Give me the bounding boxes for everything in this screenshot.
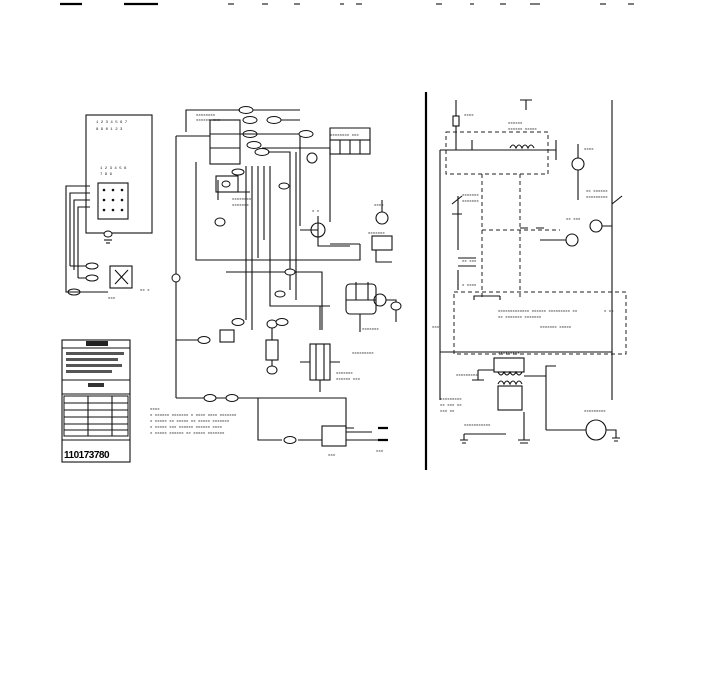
svg-text:xxxxxxxx: xxxxxxxx [232, 198, 252, 202]
control-panel-block: 1 2 3 4 5 6 7 8 9 0 1 2 3 1 2 3 4 5 6 7 … [65, 114, 153, 301]
svg-text:xxxxxxx: xxxxxxx [362, 328, 379, 332]
svg-text:x xxxxx xxxxxx xx xxxxx xxxxxx: x xxxxx xxxxxx xx xxxxx xxxxxxx [150, 432, 225, 436]
svg-text:7 8 9: 7 8 9 [100, 173, 113, 177]
schematic-diagram: xxxx xxxxxx xxxxxx xxxxx xxxx xx xxx xx … [432, 99, 627, 444]
svg-text:xxxxxxx: xxxxxxx [232, 204, 249, 208]
svg-text:xx xxx: xx xxx [566, 218, 581, 222]
svg-text:xxxxxx xxx: xxxxxx xxx [196, 119, 221, 123]
svg-text:xxx: xxx [328, 454, 336, 458]
svg-text:8 9 0 1 2 3: 8 9 0 1 2 3 [96, 128, 123, 132]
svg-text:xxx: xxx [108, 297, 116, 301]
svg-text:xxxx: xxxx [584, 148, 594, 152]
svg-text:xx xxx xx: xx xxx xx [440, 404, 462, 408]
svg-text:xxxxxxx: xxxxxxx [368, 232, 385, 236]
svg-text:xxxxxxxxxxx: xxxxxxxxxxx [464, 424, 491, 428]
svg-text:xxxxxxxxx: xxxxxxxxx [440, 398, 462, 402]
svg-text:x xx: x xx [604, 310, 614, 314]
svg-text:xxx xx: xxx xx [440, 410, 455, 414]
svg-text:xx xxx: xx xxx [462, 260, 477, 264]
svg-text:xxxxxxxx: xxxxxxxx [196, 114, 216, 118]
svg-text:xxxxxx: xxxxxx [508, 122, 523, 126]
svg-text:xxx: xxx [432, 326, 440, 330]
svg-text:xxxx: xxxx [150, 408, 160, 412]
svg-text:x xxxxxx xxxxxxx x xxxx xxxx x: x xxxxxx xxxxxxx x xxxx xxxx xxxxxxx [150, 414, 237, 418]
svg-text:xxxxxx xxx: xxxxxx xxx [336, 378, 361, 382]
svg-text:xxxxxxx xxxxx: xxxxxxx xxxxx [540, 326, 572, 330]
svg-text:xx x: xx x [140, 289, 150, 293]
svg-text:xxxxxxxxx: xxxxxxxxx [352, 352, 374, 356]
svg-text:x xxxx: x xxxx [462, 284, 477, 288]
svg-text:1 2 3 4 5 6 7: 1 2 3 4 5 6 7 [96, 121, 128, 125]
diagram-notes: xxxx x xxxxxx xxxxxxx x xxxx xxxx xxxxxx… [150, 408, 237, 436]
svg-text:x xxxxx xxx xxxxxx xxxxxx xxxx: x xxxxx xxx xxxxxx xxxxxx xxxx [150, 426, 223, 430]
svg-text:xxxxxxx: xxxxxxx [336, 372, 353, 376]
svg-text:xxxxxxxxx: xxxxxxxxx [586, 196, 608, 200]
svg-text:xxxx: xxxx [374, 204, 384, 208]
svg-text:xxxxxxxxx: xxxxxxxxx [584, 410, 606, 414]
keypad-connector [97, 182, 129, 220]
relay-board: xxxxxxxx xxxxxx xxx [196, 114, 241, 165]
title-data-block: 110173780 [61, 339, 131, 463]
svg-text:xxxxxxxxxxxxx xxxxxx xxxxxxxxx: xxxxxxxxxxxxx xxxxxx xxxxxxxxx xx [498, 310, 578, 314]
main-wiring-diagram: xxxxxxxx xxxxxx xxx xxxxxxxx xxxxxxx [150, 106, 402, 458]
svg-text:xxxxxxxx xxx: xxxxxxxx xxx [330, 134, 359, 138]
svg-text:xxx: xxx [376, 450, 384, 454]
svg-text:xxxxxxxxx: xxxxxxxxx [498, 352, 520, 356]
svg-text:xx xxxxxxx xxxxxxx: xx xxxxxxx xxxxxxx [498, 316, 542, 320]
title-block-digits: 110173780 [64, 450, 110, 461]
svg-text:xxxxxx xxxxx: xxxxxx xxxxx [508, 128, 537, 132]
svg-text:xxxxxxx: xxxxxxx [462, 200, 479, 204]
svg-text:xxxx: xxxx [464, 114, 474, 118]
svg-text:x x: x x [312, 210, 320, 214]
svg-text:xxxxxxx: xxxxxxx [462, 194, 479, 198]
svg-text:xx xxxxxx: xx xxxxxx [586, 190, 608, 194]
svg-text:1 2 3 4 5 6: 1 2 3 4 5 6 [100, 167, 127, 171]
svg-text:xxxxxxxxx: xxxxxxxxx [456, 374, 478, 378]
svg-text:x xxxxx xx xxxxx xx xxxxx xxxx: x xxxxx xx xxxxx xx xxxxx xxxxxxx [150, 420, 230, 424]
